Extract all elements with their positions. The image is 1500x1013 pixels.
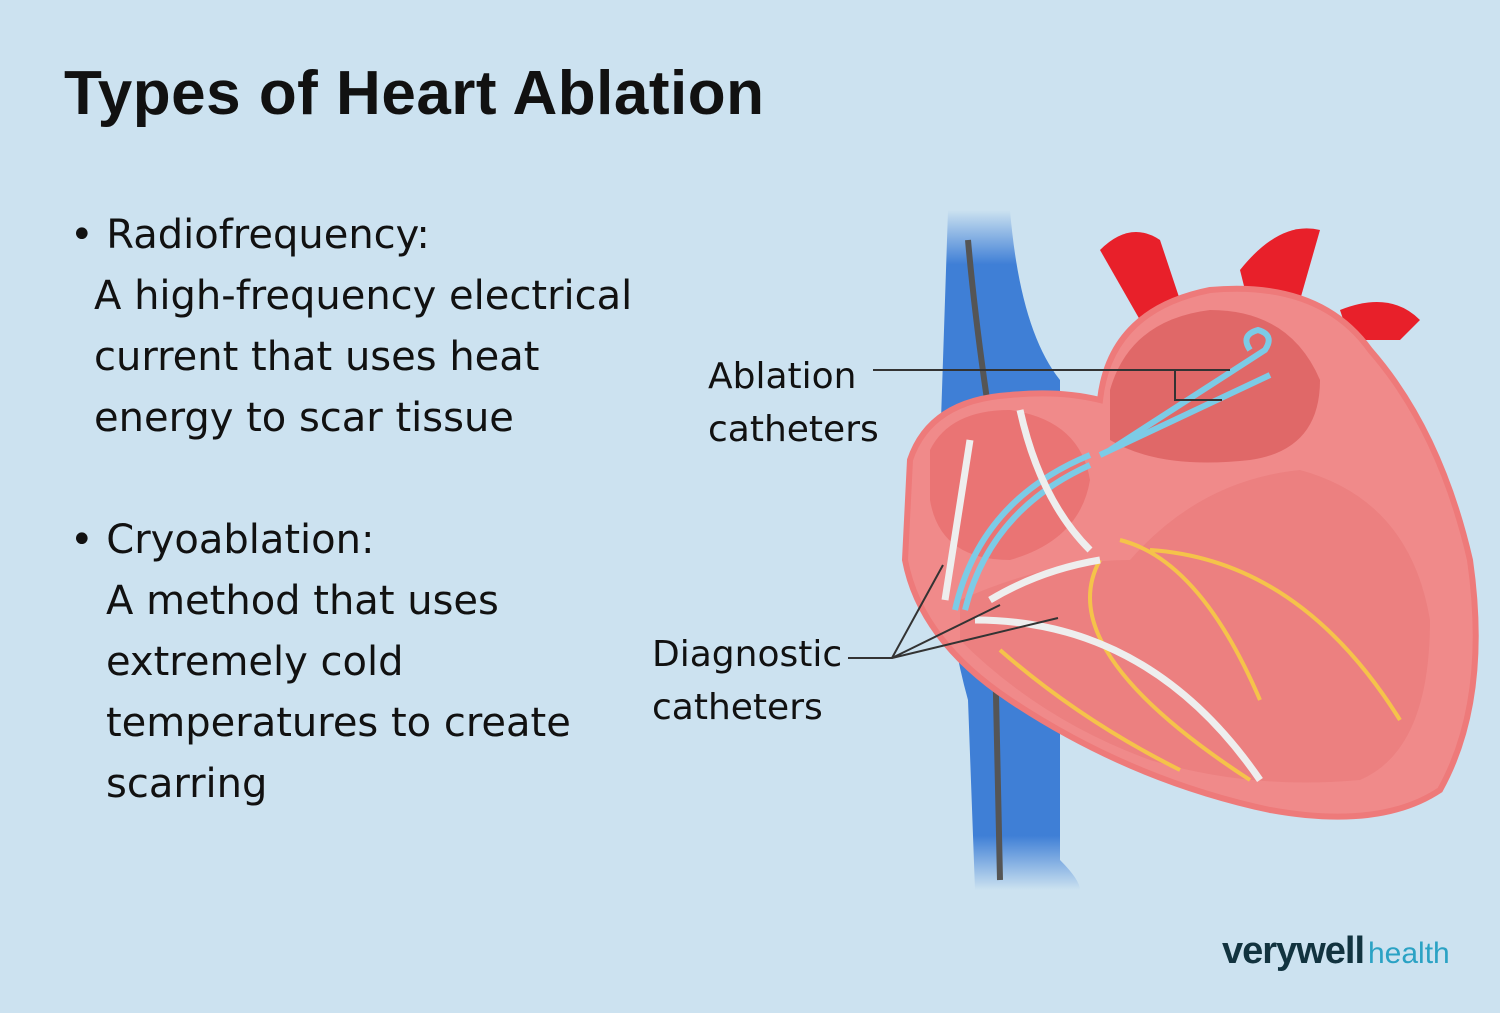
label-text: Ablation catheters	[708, 356, 879, 450]
bullet-radiofrequency: • Radiofrequency: A high-frequency elect…	[70, 205, 632, 449]
ablation-catheters-label: Ablation catheters	[708, 350, 879, 456]
bullet-cryoablation: • Cryoablation: A method that uses extre…	[70, 510, 571, 815]
bullet-heading: • Radiofrequency:	[70, 212, 430, 258]
diagnostic-leader-line	[848, 564, 1059, 659]
logo-brand: verywell	[1222, 930, 1365, 972]
ablation-leader-line	[873, 369, 1230, 401]
logo-sub: health	[1368, 937, 1450, 970]
bullet-text: A high-frequency electrical current that…	[94, 273, 633, 441]
ablation-catheter	[952, 452, 1092, 611]
bullet-text: A method that uses extremely cold temper…	[106, 578, 571, 807]
diagnostic-catheter	[941, 409, 1263, 782]
page-title: Types of Heart Ablation	[64, 59, 765, 128]
pulmonary-vein	[1340, 302, 1420, 340]
aorta	[1100, 232, 1180, 320]
diagnostic-catheters-label: Diagnostic catheters	[652, 628, 842, 734]
ablation-catheter	[1108, 326, 1272, 453]
conduction-system	[998, 538, 1402, 782]
label-text: Diagnostic catheters	[652, 634, 843, 728]
ablation-catheter	[1098, 372, 1272, 458]
ventricles	[960, 470, 1430, 783]
bullet-heading: • Cryoablation:	[70, 517, 375, 563]
